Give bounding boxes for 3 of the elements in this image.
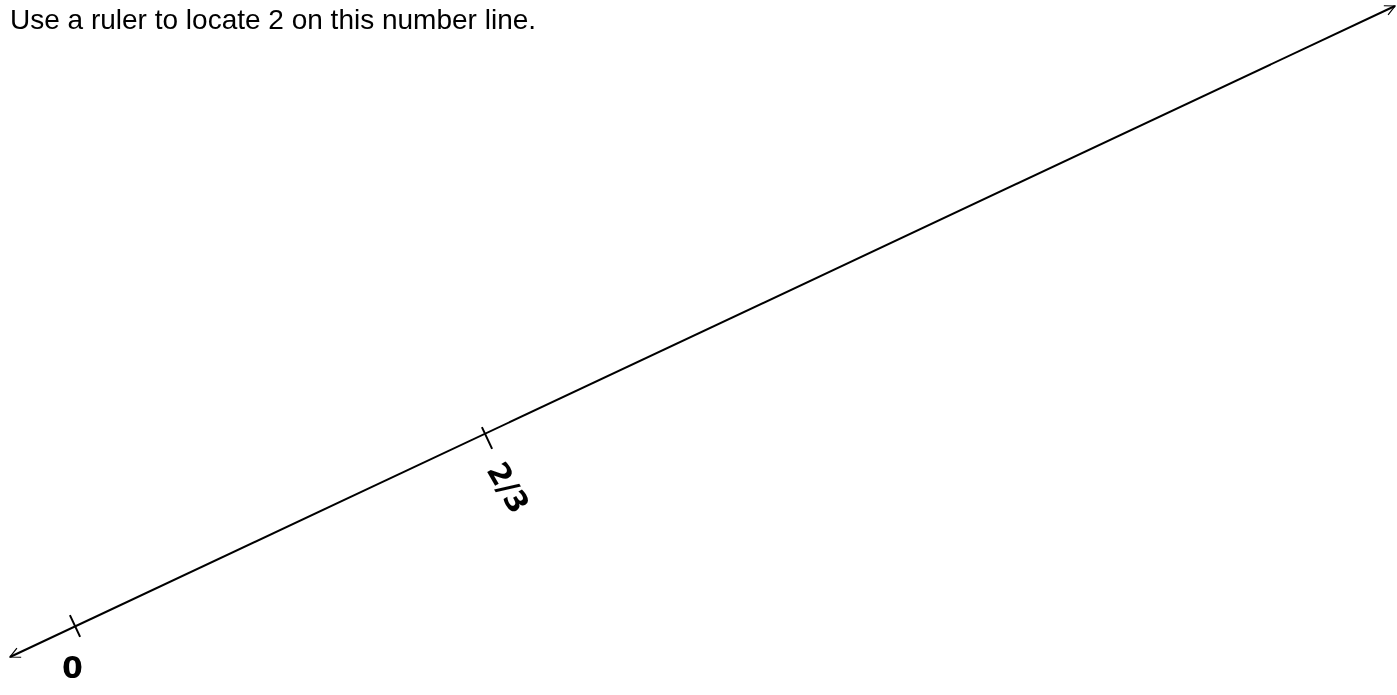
tick-label: 0 xyxy=(62,650,83,685)
question-text: Use a ruler to locate 2 on this number line. xyxy=(10,4,537,36)
tick-label: 2/3 xyxy=(480,455,537,520)
